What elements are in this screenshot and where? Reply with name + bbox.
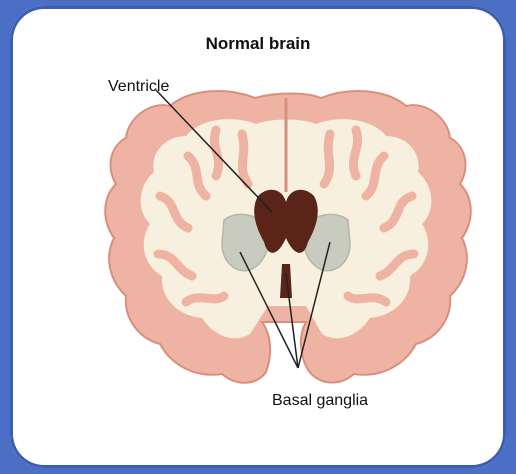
diagram-card: Normal brain: [10, 6, 506, 468]
basal-ganglia-label: Basal ganglia: [272, 392, 368, 410]
ventricle-label: Ventricle: [108, 78, 169, 96]
third-ventricle: [280, 264, 292, 298]
brain-illustration: [10, 6, 506, 468]
